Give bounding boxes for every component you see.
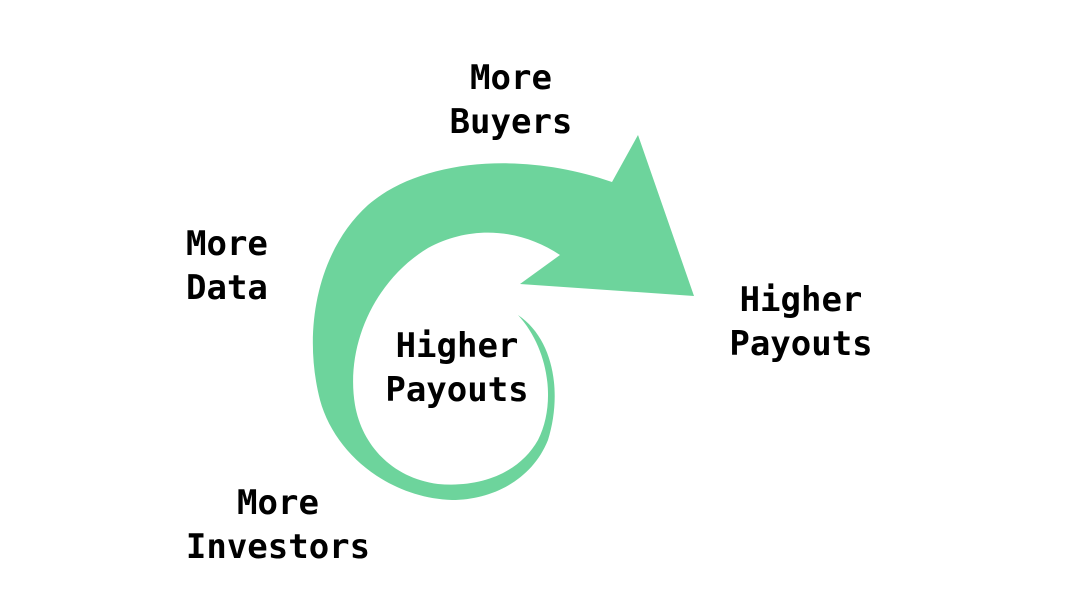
inner-higher-payouts-line2: Payouts bbox=[385, 370, 529, 410]
outer-higher-payouts-label: Higher Payouts bbox=[716, 278, 886, 366]
more-buyers-label: More Buyers bbox=[440, 56, 582, 144]
outer-higher-payouts-line2: Payouts bbox=[729, 324, 873, 364]
more-buyers-line2: Buyers bbox=[449, 102, 573, 142]
more-data-line2: Data bbox=[186, 268, 268, 308]
inner-higher-payouts-line1: Higher bbox=[395, 326, 519, 366]
outer-higher-payouts-line1: Higher bbox=[739, 280, 863, 320]
more-investors-line2: Investors bbox=[185, 527, 371, 567]
inner-higher-payouts-label: Higher Payouts bbox=[372, 324, 542, 412]
more-data-line1: More bbox=[186, 224, 268, 264]
more-data-label: More Data bbox=[186, 222, 296, 310]
more-investors-line1: More bbox=[237, 483, 319, 523]
more-buyers-line1: More bbox=[470, 58, 552, 98]
spiral-arrow-shape bbox=[312, 135, 694, 500]
more-investors-label: More Investors bbox=[172, 481, 384, 569]
